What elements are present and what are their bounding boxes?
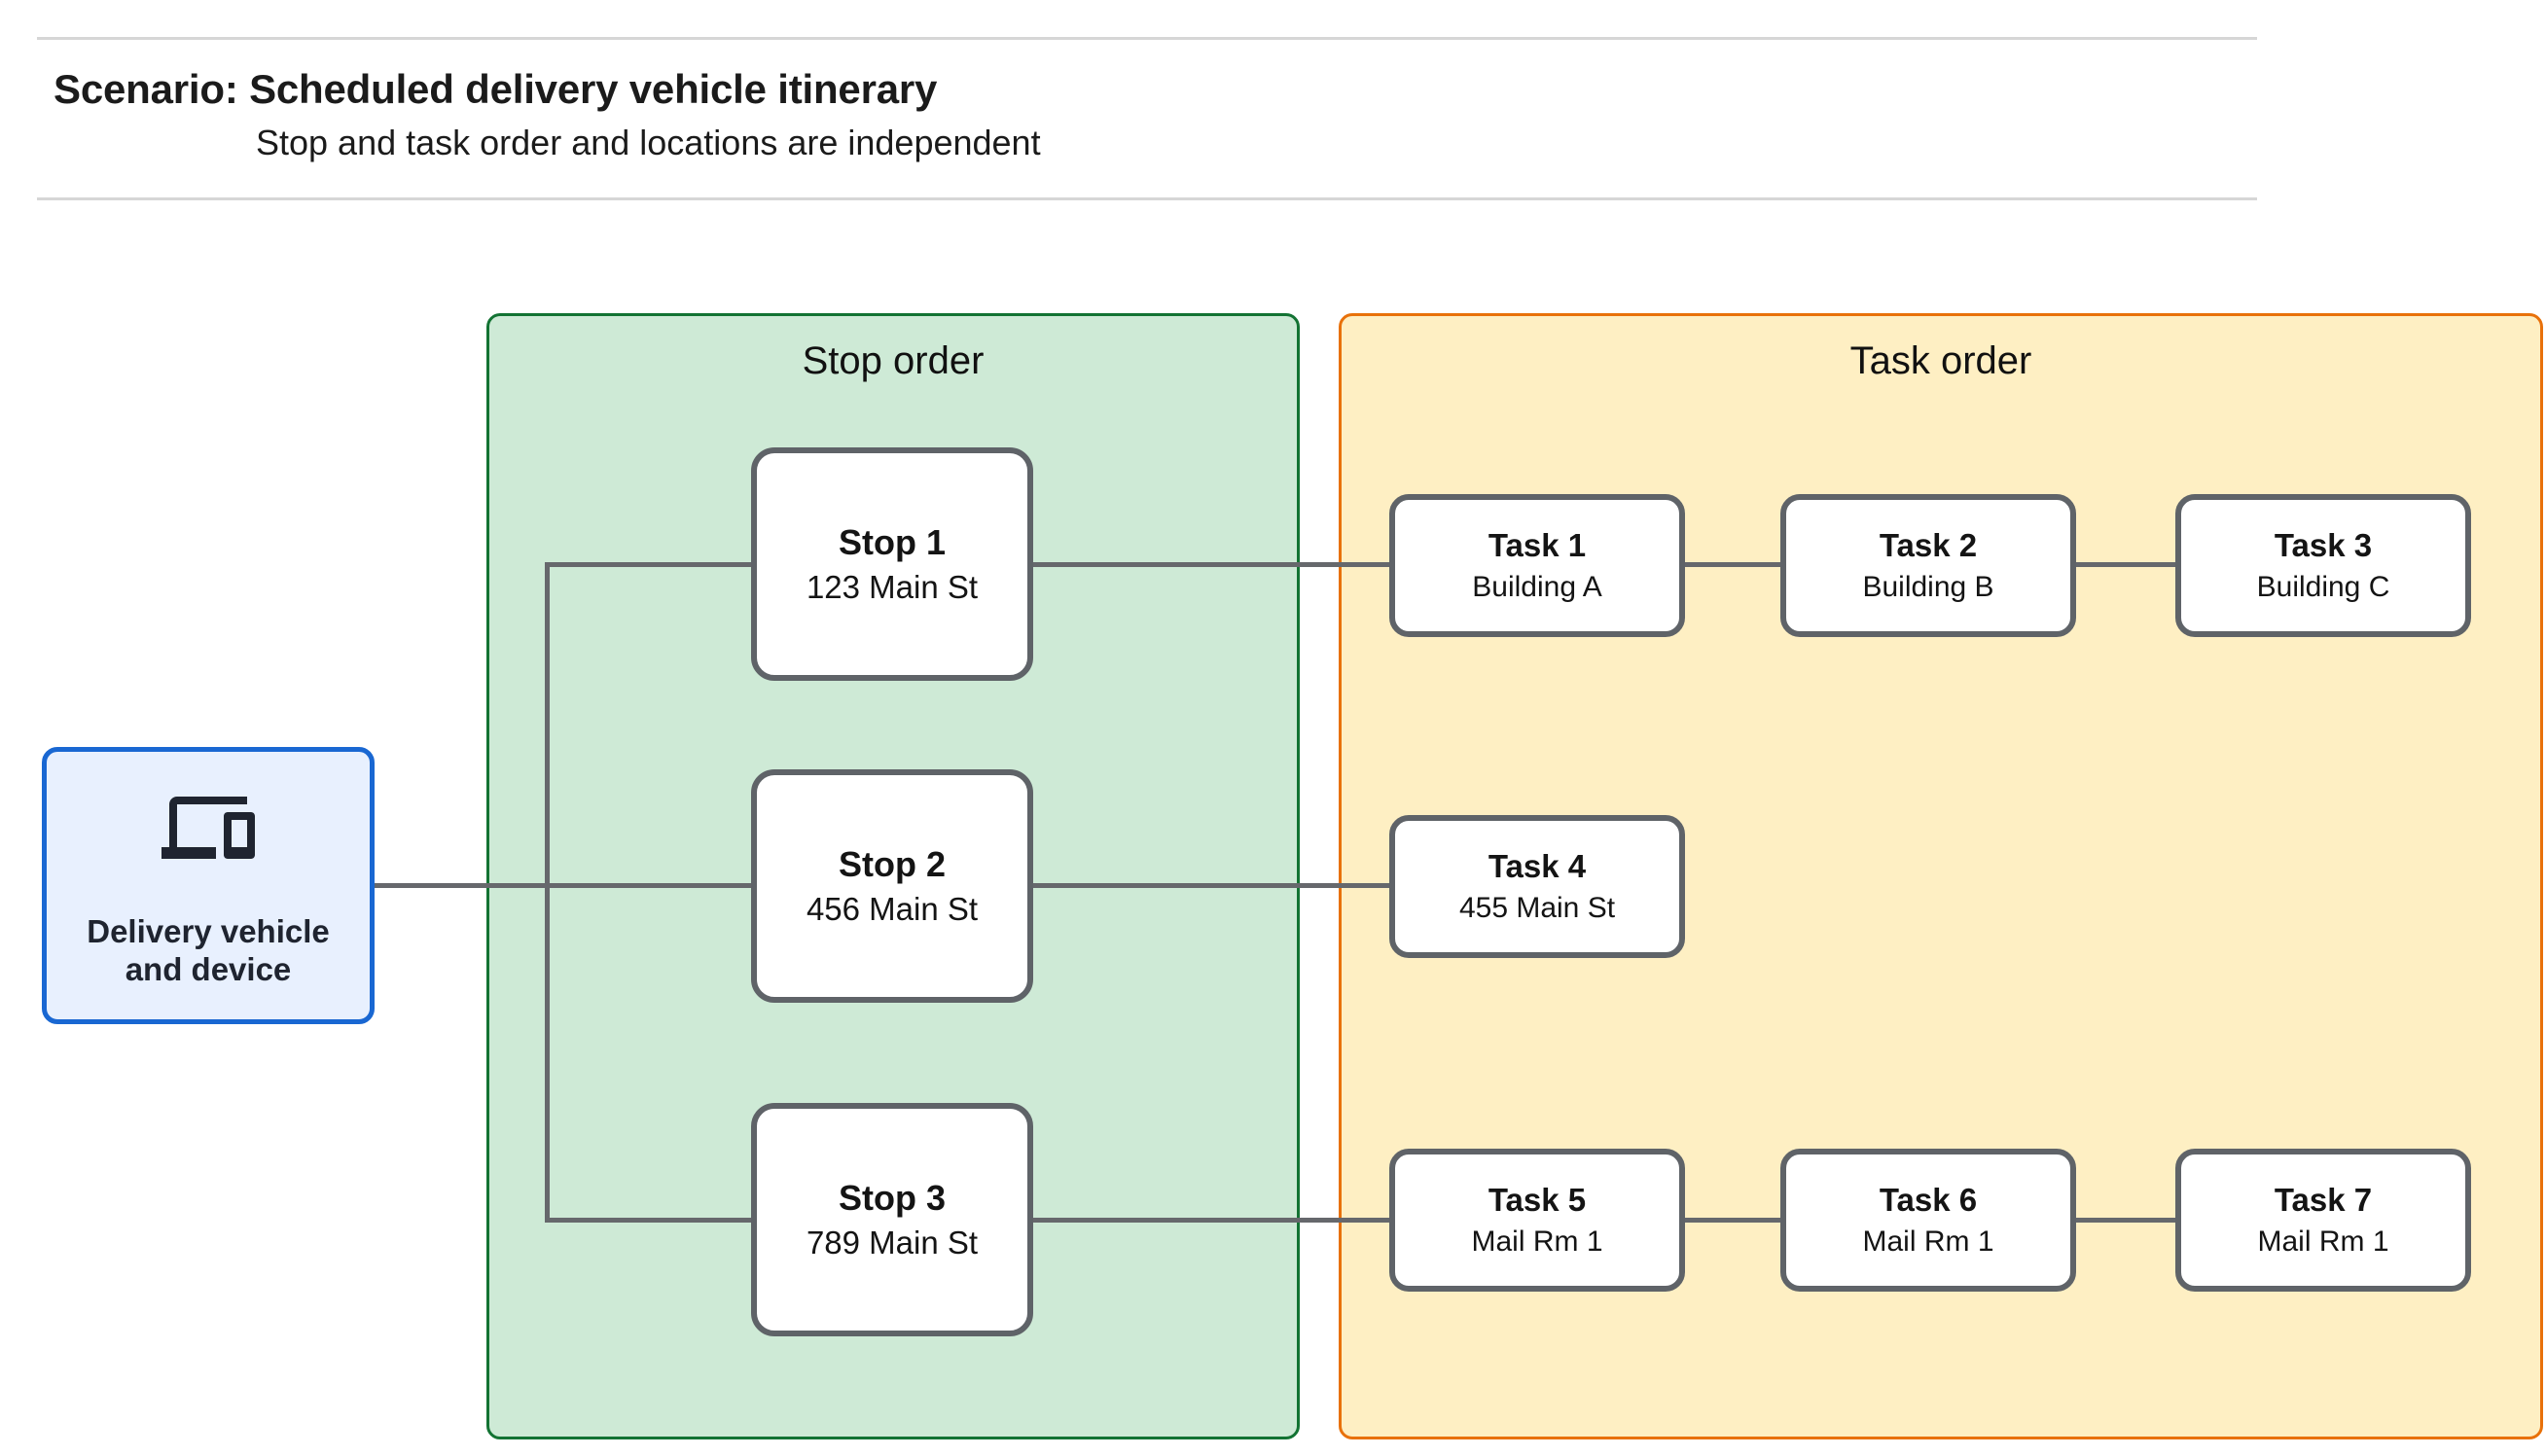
connector-trunk-to-stop1 [545,562,751,567]
task-4-name: Task 4 [1488,848,1587,885]
task-1-name: Task 1 [1488,527,1587,564]
stop-1-name: Stop 1 [838,521,946,562]
connector-trunk-to-stop3 [545,1218,751,1223]
scenario-title: Scenario: Scheduled delivery vehicle iti… [54,66,938,112]
connector-stop3-to-task5 [1033,1218,1389,1223]
task-3-node: Task 3 Building C [2175,494,2471,637]
task-1-location: Building A [1472,570,1602,603]
connector-trunk-vertical [545,562,550,1223]
task-6-name: Task 6 [1879,1182,1978,1219]
devices-icon [161,789,255,867]
task-7-name: Task 7 [2274,1182,2373,1219]
connector-task2-to-task3 [2076,562,2175,567]
task-2-name: Task 2 [1879,527,1978,564]
task-7-node: Task 7 Mail Rm 1 [2175,1149,2471,1292]
task-4-node: Task 4 455 Main St [1389,815,1685,958]
bottom-divider [37,197,2257,200]
task-6-location: Mail Rm 1 [1862,1225,1994,1258]
connector-delivery-to-stop2 [375,883,751,888]
stop-2-name: Stop 2 [838,843,946,884]
task-5-node: Task 5 Mail Rm 1 [1389,1149,1685,1292]
stop-2-node: Stop 2 456 Main St [751,769,1033,1003]
stop-order-title: Stop order [802,339,985,382]
connector-task1-to-task2 [1685,562,1780,567]
connector-stop2-to-task4 [1033,883,1389,888]
stop-2-address: 456 Main St [806,891,979,928]
task-2-location: Building B [1862,570,1994,603]
stop-3-address: 789 Main St [806,1225,979,1261]
task-2-node: Task 2 Building B [1780,494,2076,637]
connector-stop1-to-task1 [1033,562,1389,567]
task-5-location: Mail Rm 1 [1471,1225,1603,1258]
task-6-node: Task 6 Mail Rm 1 [1780,1149,2076,1292]
connector-task6-to-task7 [2076,1218,2175,1223]
delivery-label-line1: Delivery vehicle [87,913,330,949]
task-order-title: Task order [1849,339,2032,382]
stop-1-node: Stop 1 123 Main St [751,447,1033,681]
scenario-subtitle: Stop and task order and locations are in… [256,123,1041,162]
connector-task5-to-task6 [1685,1218,1780,1223]
top-divider [37,37,2257,40]
task-3-name: Task 3 [2274,527,2373,564]
delivery-label-line2: and device [125,950,292,987]
task-7-location: Mail Rm 1 [2257,1225,2389,1258]
delivery-vehicle-node: Delivery vehicle and device [42,747,375,1024]
stop-3-name: Stop 3 [838,1177,946,1218]
stop-3-node: Stop 3 789 Main St [751,1103,1033,1336]
task-4-location: 455 Main St [1458,891,1616,924]
task-1-node: Task 1 Building A [1389,494,1685,637]
task-5-name: Task 5 [1488,1182,1587,1219]
task-3-location: Building C [2256,570,2390,603]
stop-1-address: 123 Main St [806,569,979,606]
delivery-node-label: Delivery vehicle and device [87,913,330,989]
